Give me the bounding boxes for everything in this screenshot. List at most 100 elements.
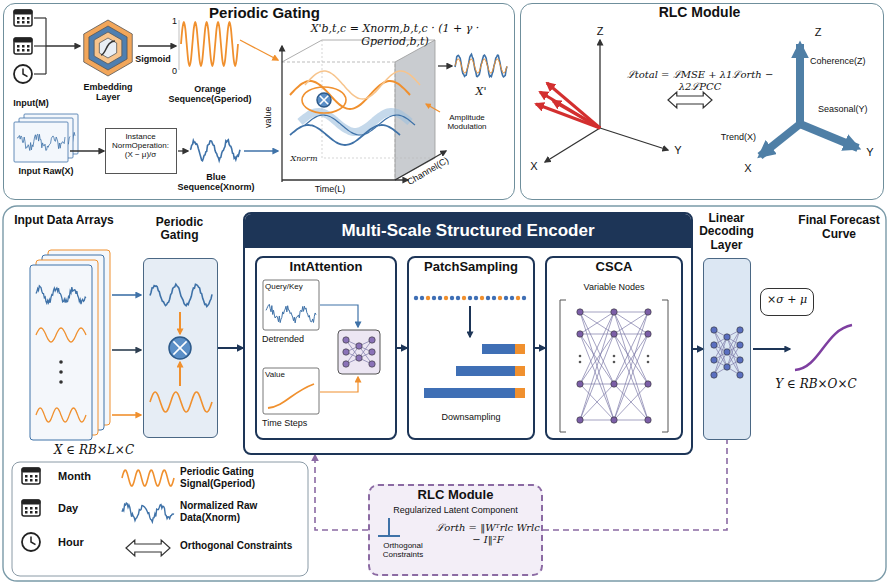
node-title: PatchSampling xyxy=(409,260,533,275)
sequence-dot xyxy=(462,296,466,300)
network-link xyxy=(727,345,740,367)
output-signal xyxy=(455,59,507,73)
encoder-box: IntAttentionQuery/KeyDetrendedValueTime … xyxy=(243,212,693,455)
node-text: Time Steps xyxy=(262,418,332,428)
sequence-dot xyxy=(492,296,496,300)
patch-bar xyxy=(456,366,515,376)
network-neuron xyxy=(356,343,362,349)
gate-signal xyxy=(181,22,238,66)
signal-label: Xnorm xyxy=(284,154,324,163)
legend-text: Day xyxy=(58,502,120,515)
arrow xyxy=(600,128,668,150)
network-neuron xyxy=(711,357,717,363)
network-neuron xyxy=(711,327,717,333)
node-title: RLC Module xyxy=(370,488,541,503)
axis-label: Seasonal(Y) xyxy=(818,104,882,114)
encoder-section-frame xyxy=(3,206,886,581)
arrow xyxy=(112,349,141,351)
axis-label: Z xyxy=(592,25,608,38)
network-link xyxy=(580,384,614,385)
calendar-cell xyxy=(22,45,25,48)
patch-bar xyxy=(515,344,525,354)
regularization-link xyxy=(315,455,368,530)
network-neuron xyxy=(724,364,730,370)
sequence-dot xyxy=(450,296,454,300)
arrow xyxy=(112,294,141,296)
operation-box: ×σ + μ xyxy=(760,288,814,316)
array-signal xyxy=(36,408,86,422)
signal-label: Orange Sequence(Gperiod) xyxy=(166,84,254,105)
arrow xyxy=(244,150,278,151)
process-box: Periodic Gating xyxy=(143,258,218,438)
formula: ℒtotal = ℒMSE + λ1ℒorth − λ2ℒPCC xyxy=(612,69,788,92)
axis-label: Y xyxy=(862,146,878,159)
sequence-dot xyxy=(498,296,502,300)
calendar-cell xyxy=(30,507,33,510)
network-link xyxy=(580,334,614,420)
attention-icon xyxy=(338,330,380,374)
arrow xyxy=(138,45,176,46)
sequence-dot xyxy=(456,296,460,300)
arrow xyxy=(281,46,282,182)
arrow xyxy=(753,348,790,350)
ellipsis-dot xyxy=(613,361,616,364)
calendar-cell xyxy=(35,511,38,514)
calendar-cell xyxy=(25,507,28,510)
input-label: Input Raw(X) xyxy=(4,166,88,176)
sequence-dot xyxy=(486,296,490,300)
modulation-ring xyxy=(302,87,346,113)
patch-bar xyxy=(515,388,525,398)
sequence-dot xyxy=(432,296,436,300)
network-link xyxy=(580,312,614,313)
network-link xyxy=(614,384,648,385)
flow-arrow xyxy=(218,347,243,349)
node-text: Query/Key xyxy=(265,282,317,291)
calendar-header xyxy=(14,38,32,42)
network-link xyxy=(614,312,648,420)
network-link xyxy=(714,352,727,375)
network-link xyxy=(580,312,614,420)
multiply-symbol xyxy=(169,337,191,359)
output-signal xyxy=(455,54,507,76)
normalized-curve xyxy=(305,115,415,135)
ellipsis-dot xyxy=(647,355,650,358)
node-title: RLC Module xyxy=(600,4,800,20)
arrow xyxy=(112,414,141,416)
module-box: CSCAVariable Nodes xyxy=(545,256,683,440)
gating-data xyxy=(150,284,212,306)
calendar-cell xyxy=(22,49,25,52)
arrow xyxy=(282,179,408,180)
decoder-box: Linear Decoding Layer xyxy=(703,258,751,440)
multiply-cross xyxy=(320,96,328,104)
array-signal xyxy=(36,286,86,304)
multiply-cross xyxy=(320,96,328,104)
sequence-dot xyxy=(414,296,418,300)
calendar-cell xyxy=(30,475,33,478)
flow-arrow xyxy=(535,347,545,349)
legend-text: Periodic Gating Signal(Gperiod) xyxy=(180,466,304,489)
calendar-icon xyxy=(14,38,32,54)
sequence-dot xyxy=(504,296,508,300)
network-link xyxy=(614,334,648,335)
shape-label: Y ∈ RB×O×C xyxy=(756,378,876,392)
arrow xyxy=(320,377,358,392)
node-text: Value xyxy=(265,370,317,379)
network-neuron xyxy=(577,309,583,315)
calendar-cell xyxy=(30,511,33,514)
multiply-symbol xyxy=(317,93,331,107)
gating-signal xyxy=(150,392,212,412)
arrow xyxy=(179,312,181,334)
orthogonal-symbol xyxy=(388,518,390,536)
node-title: Periodic Gating xyxy=(140,216,220,244)
input-array-layer xyxy=(30,265,92,440)
arrow xyxy=(438,65,452,66)
node-text: ℒorth = ‖Wᵀrlc Wrlc − I‖²F xyxy=(436,522,540,545)
calendar-cell xyxy=(27,45,30,48)
calendar-cell xyxy=(35,475,38,478)
network-link xyxy=(580,420,614,421)
calendar-icon xyxy=(22,500,40,516)
calendar-cell xyxy=(27,17,30,20)
calendar-cell xyxy=(27,21,30,24)
channel-face xyxy=(395,40,435,180)
